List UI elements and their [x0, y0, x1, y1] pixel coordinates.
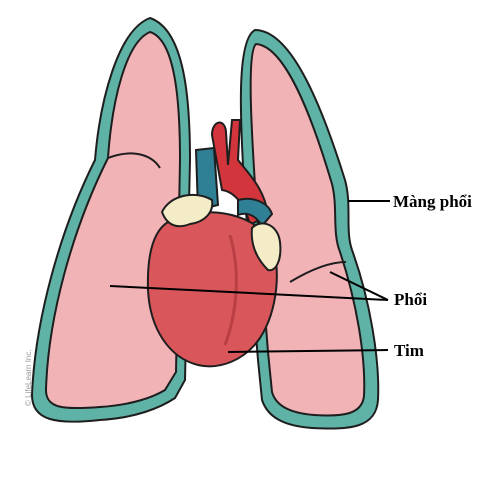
fat-pad-left: [160, 193, 214, 228]
fat-pad-right: [250, 222, 282, 272]
left-lung: [44, 30, 182, 410]
label-lung: Phổi: [394, 290, 428, 309]
superior-vena-cava: [194, 146, 220, 212]
heart-leader-line: [227, 349, 389, 353]
heart: [146, 211, 278, 368]
left-lung-fissure: [107, 152, 161, 169]
copyright-text: © LifeLearn Inc.: [24, 349, 33, 406]
lung-leader-line-left: [109, 285, 389, 301]
label-heart: Tim: [394, 341, 424, 360]
label-pleura: Màng phổi: [393, 192, 472, 211]
heart-groove: [223, 234, 238, 346]
right-lung-fissure: [289, 261, 347, 283]
lung-leader-line-right: [329, 271, 389, 301]
